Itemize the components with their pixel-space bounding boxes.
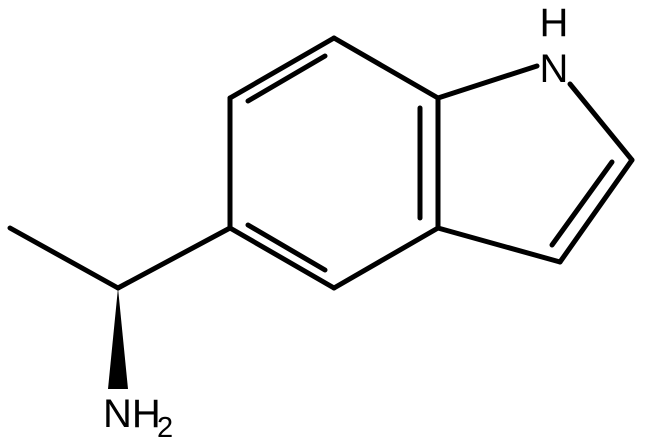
amine-subscript-label: 2 [157, 412, 173, 444]
bond-c3a-c4 [331, 225, 441, 291]
bond-chiral-c-methyl [7, 225, 121, 291]
indole-h-label: H [540, 1, 569, 45]
double-bond-inner-c6-c7 [245, 53, 328, 104]
indole-n-label: N [540, 47, 569, 91]
bond-c3-c3a [435, 225, 563, 265]
bond-c7a-n1 [435, 63, 540, 101]
wedge-bond-chiral-c-amine [108, 288, 128, 389]
bond-n1-c2 [567, 81, 635, 163]
double-bond-inner-c2-c3 [549, 159, 615, 248]
bond-c4-c5 [227, 225, 337, 291]
amine-nh-label: NH [103, 392, 161, 436]
double-bond-inner-c4-c5 [245, 222, 328, 273]
bond-c7-c7a [331, 35, 441, 101]
bond-c6-c7 [227, 35, 337, 101]
bond-c2-c3 [557, 157, 635, 265]
bond-c5-chiral-c [115, 225, 233, 291]
